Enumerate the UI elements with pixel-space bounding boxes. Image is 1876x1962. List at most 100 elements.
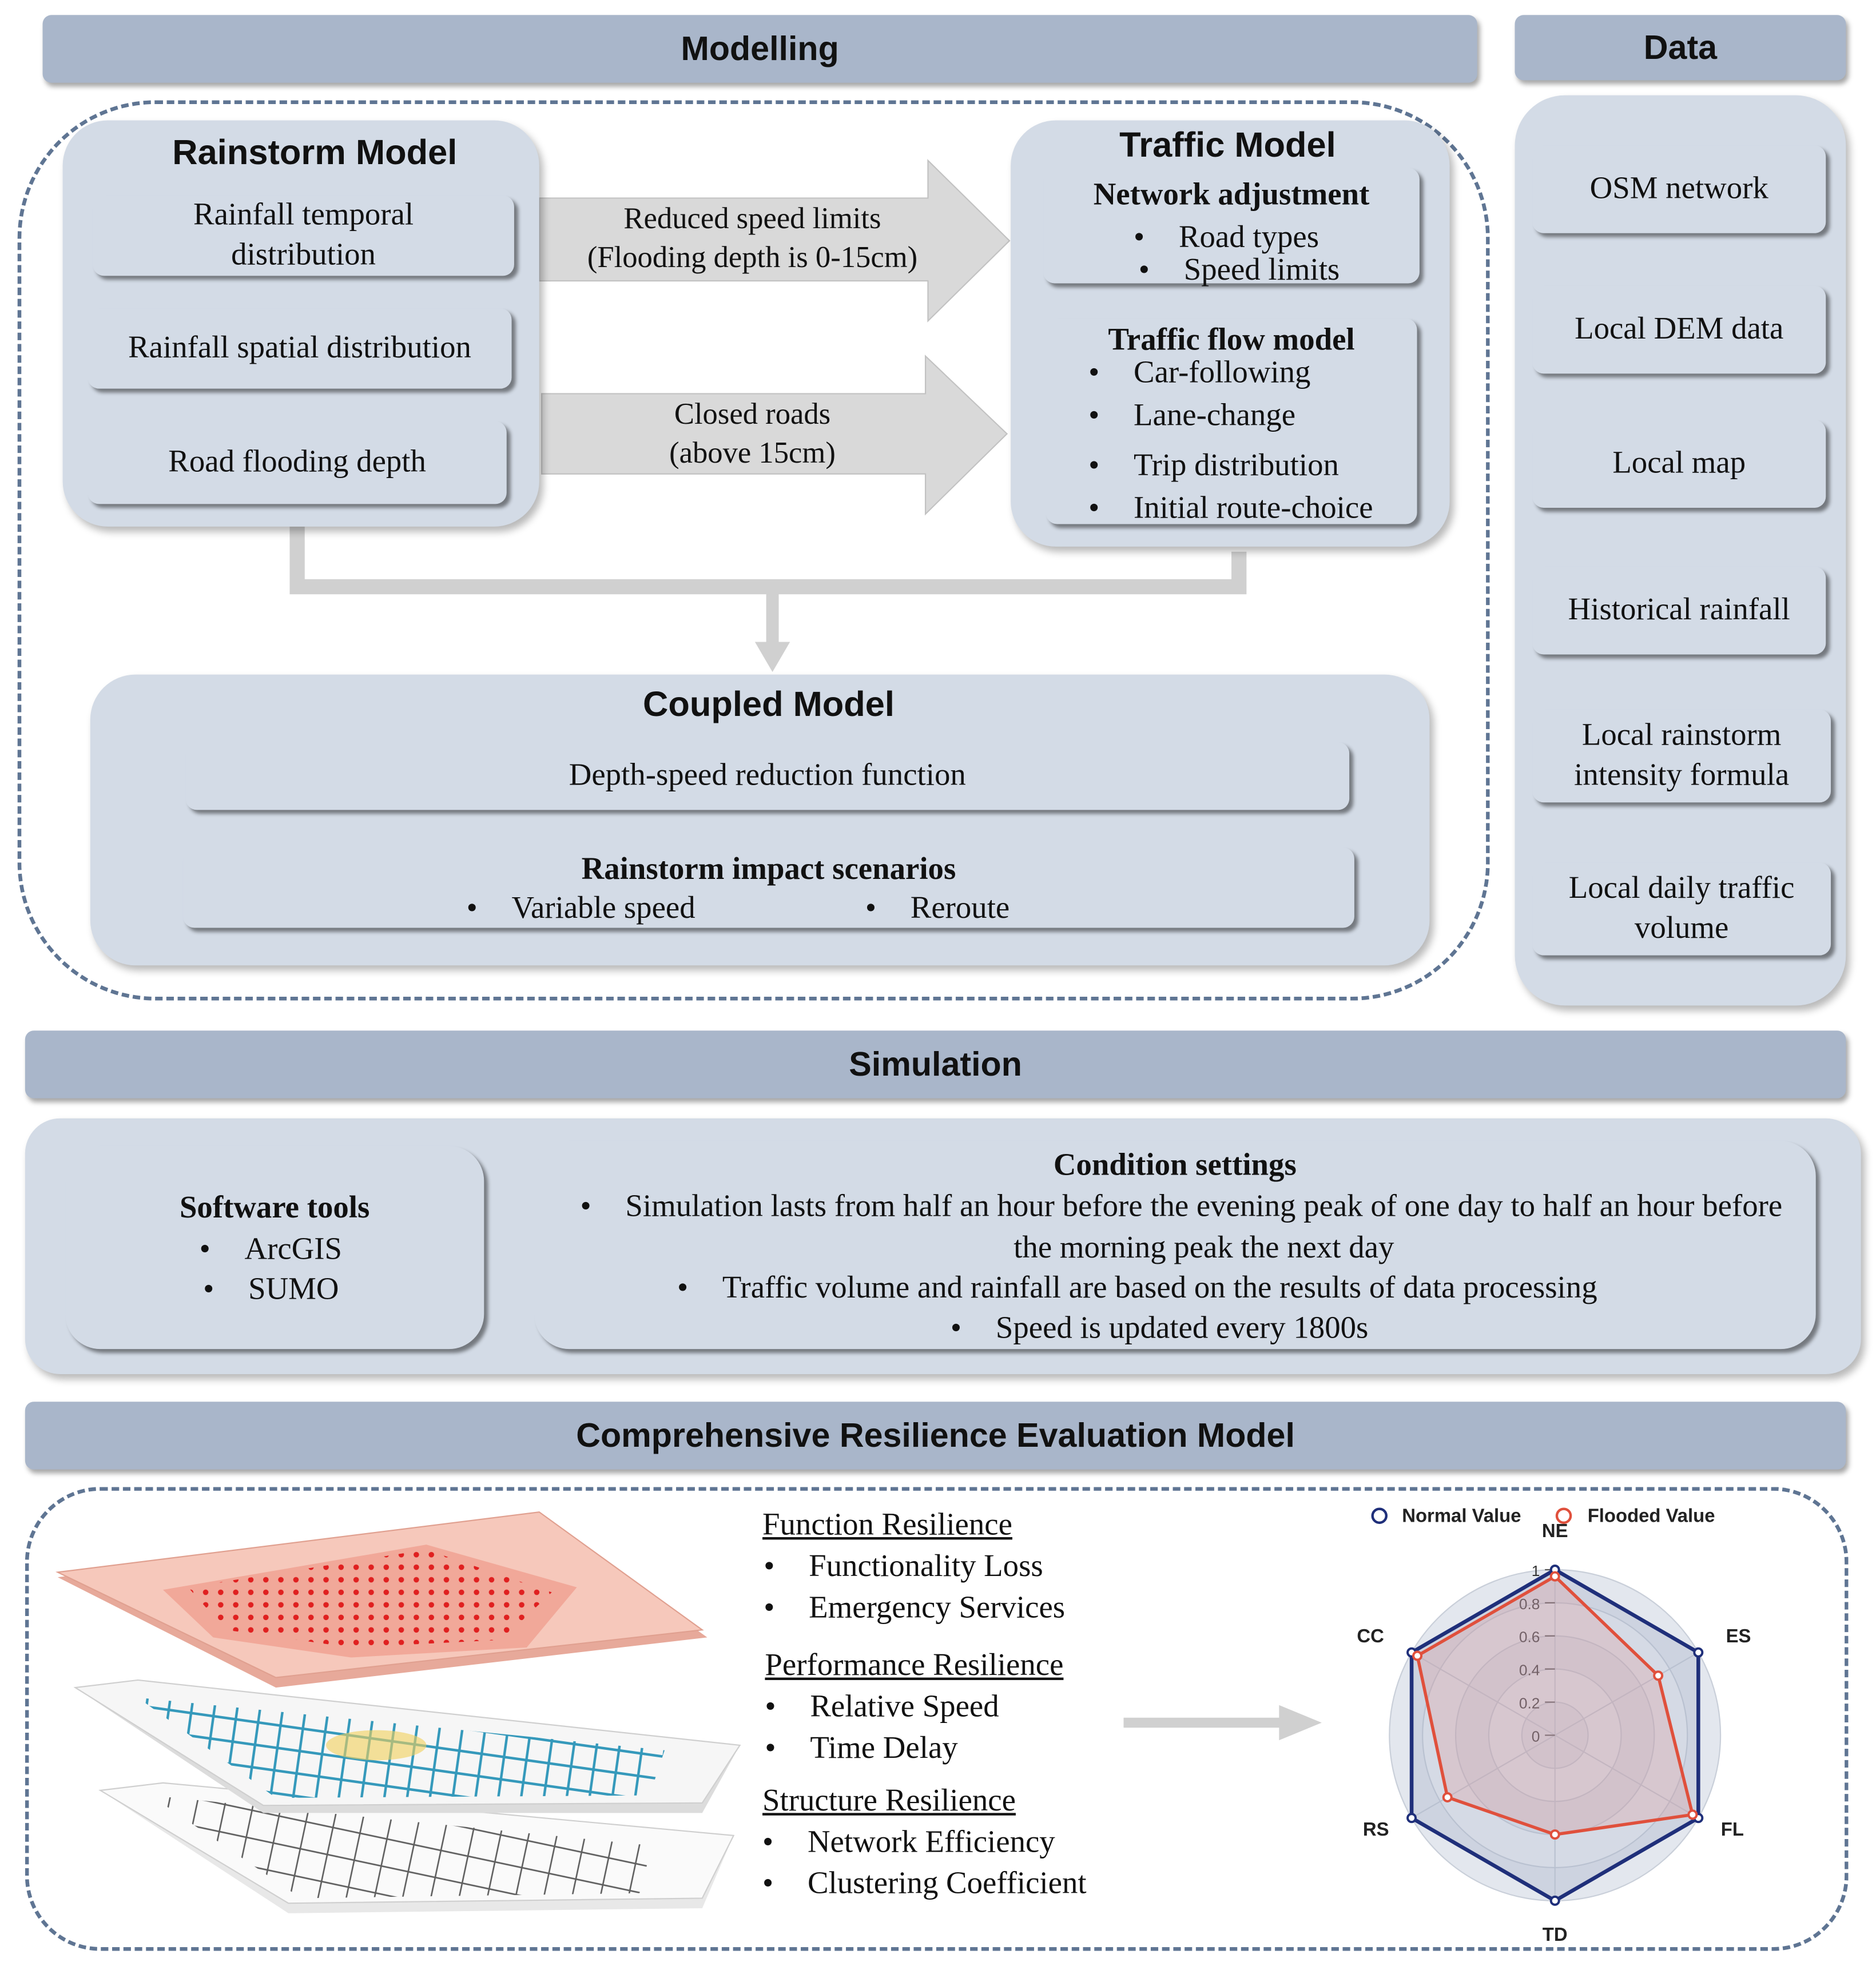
traffic-flow-box: Traffic flow model Car-following Lane-ch… <box>1046 318 1417 526</box>
data-item-osm: OSM network <box>1532 145 1826 233</box>
radar-point <box>1653 1670 1664 1681</box>
radar-spoke <box>1555 1651 1699 1736</box>
rainfall-temporal-label: Rainfall temporal distribution <box>193 197 414 272</box>
flow-item-trip-distribution: Trip distribution <box>1134 447 1339 487</box>
network-item-road-types: Road types <box>1179 218 1319 258</box>
traffic-flow-title: Traffic flow model <box>1108 323 1355 357</box>
flooding-points-layer <box>55 1511 708 1688</box>
software-tools-title: Software tools <box>179 1191 370 1225</box>
radar-point <box>1693 1647 1704 1658</box>
network-adjustment-box: Network adjustment Road types Speed limi… <box>1043 168 1420 287</box>
road-flooding-label: Road flooding depth <box>168 444 426 479</box>
data-item-traffic-volume: Local daily traffic volume <box>1532 862 1831 956</box>
depth-speed-label: Depth-speed reduction function <box>569 758 966 793</box>
software-tools-box: Software tools ArcGIS SUMO <box>65 1145 484 1350</box>
data-item-map: Local map <box>1532 420 1826 508</box>
radar-axis-label-es: ES <box>1726 1625 1751 1646</box>
evaluation-region <box>25 1487 1849 1951</box>
radar-chart: Normal Value Flooded Value 0 0.2 0.4 0.6 0.8… <box>1357 1505 1751 1945</box>
data-item-rainfall-label: Historical rainfall <box>1568 592 1790 627</box>
closed-roads-arrow <box>541 355 1008 516</box>
metric-network-efficiency: Network Efficiency <box>808 1822 1087 1863</box>
traffic-flow-layer <box>73 1679 741 1813</box>
data-header: Data <box>1515 15 1846 81</box>
metric-functionality-loss: Functionality Loss <box>809 1546 1065 1587</box>
condition-simulation-period: Simulation lasts from half an hour befor… <box>614 1186 1793 1269</box>
data-header-label: Data <box>1643 28 1718 66</box>
data-item-dem-label: Local DEM data <box>1575 312 1784 346</box>
radar-axis-label-fl: FL <box>1721 1818 1744 1840</box>
data-item-osm-label: OSM network <box>1589 171 1768 206</box>
radar-tick-label: 0.6 <box>1519 1629 1540 1646</box>
radar-axis-label-cc: CC <box>1357 1625 1384 1646</box>
radar-point <box>1549 1895 1560 1906</box>
modelling-region <box>17 100 1490 1001</box>
closed-roads-line1: Closed roads <box>674 399 831 432</box>
network-adjustment-title: Network adjustment <box>1093 178 1370 212</box>
reduced-speed-label: Reduced speed limits (Flooding depth is … <box>552 201 953 278</box>
radar-point <box>1406 1813 1417 1824</box>
evaluation-arrow <box>1123 1705 1322 1741</box>
reduced-speed-arrow <box>538 159 1011 323</box>
condition-speed-update: Speed is updated every 1800s <box>996 1309 1369 1350</box>
depth-speed-box: Depth-speed reduction function <box>185 742 1350 810</box>
radar-point <box>1549 1571 1560 1582</box>
radar-tick-label: 0.2 <box>1519 1695 1540 1712</box>
structure-resilience-title: Structure Resilience <box>762 1784 1016 1818</box>
radar-tick-label: 0 <box>1532 1728 1540 1745</box>
radar-legend: Normal Value Flooded Value <box>1371 1505 1715 1526</box>
condition-data-basis: Traffic volume and rainfall are based on… <box>722 1269 1597 1310</box>
performance-resilience-title: Performance Resilience <box>765 1649 1064 1683</box>
merge-down-arrowhead <box>754 642 790 672</box>
modelling-header-label: Modelling <box>681 29 839 67</box>
radar-tick-label: 1 <box>1532 1562 1540 1579</box>
rainfall-temporal-box: Rainfall temporal distribution <box>93 196 514 276</box>
scenario-variable-speed: Variable speed <box>512 889 695 929</box>
flow-item-route-choice: Initial route-choice <box>1134 489 1373 530</box>
radar-tick-label: 0.4 <box>1519 1662 1540 1679</box>
data-item-traffic-volume-label: Local daily traffic volume <box>1568 870 1795 946</box>
software-sumo: SUMO <box>248 1270 339 1311</box>
rainfall-spatial-label: Rainfall spatial distribution <box>128 331 471 365</box>
traffic-model-title: Traffic Model <box>1119 125 1336 165</box>
structure-list: Structure Resilience Network Efficiency … <box>762 1780 1087 1904</box>
condition-settings-title: Condition settings <box>1053 1148 1297 1183</box>
radar-spoke <box>1555 1734 1699 1819</box>
legend-normal-marker <box>1371 1507 1388 1524</box>
rainstorm-model-title: Rainstorm Model <box>172 133 458 172</box>
function-resilience-title: Function Resilience <box>762 1508 1012 1542</box>
radar-spoke <box>1411 1734 1556 1819</box>
road-network-layer <box>98 1782 735 1913</box>
software-arcgis: ArcGIS <box>245 1230 343 1271</box>
metric-emergency-services: Emergency Services <box>809 1587 1065 1629</box>
simulation-header: Simulation <box>25 1030 1846 1099</box>
closed-roads-line2: (above 15cm) <box>669 437 836 471</box>
radar-point <box>1412 1650 1423 1661</box>
legend-normal-label: Normal Value <box>1402 1505 1521 1526</box>
impact-scenarios-box: Rainstorm impact scenarios Variable spee… <box>183 847 1354 928</box>
radar-axis-label-td: TD <box>1543 1924 1568 1945</box>
radar-spoke <box>1411 1651 1556 1736</box>
radar-point <box>1442 1792 1453 1802</box>
road-flooding-box: Road flooding depth <box>88 421 507 504</box>
legend-flooded-label: Flooded Value <box>1588 1505 1715 1526</box>
closed-roads-label: Closed roads (above 15cm) <box>552 396 953 474</box>
radar-point <box>1687 1809 1698 1820</box>
flow-item-car-following: Car-following <box>1134 353 1310 394</box>
simulation-header-label: Simulation <box>849 1045 1022 1083</box>
resilience-list: Function Resilience Functionality Loss E… <box>762 1505 1065 1629</box>
evaluation-header: Comprehensive Resilience Evaluation Mode… <box>25 1402 1846 1470</box>
metric-clustering-coefficient: Clustering Coefficient <box>808 1863 1087 1904</box>
network-item-speed-limits: Speed limits <box>1184 251 1340 292</box>
flow-item-lane-change: Lane-change <box>1134 396 1295 437</box>
reduced-speed-line1: Reduced speed limits <box>623 203 881 236</box>
radar-tick-label: 0.8 <box>1519 1595 1540 1613</box>
data-item-intensity-label: Local rainstorm intensity formula <box>1574 718 1790 793</box>
scenario-reroute: Reroute <box>911 889 1010 929</box>
radar-point <box>1549 1829 1560 1840</box>
modelling-header: Modelling <box>42 15 1477 83</box>
legend-flooded-marker <box>1555 1507 1572 1524</box>
data-item-intensity: Local rainstorm intensity formula <box>1532 709 1831 803</box>
